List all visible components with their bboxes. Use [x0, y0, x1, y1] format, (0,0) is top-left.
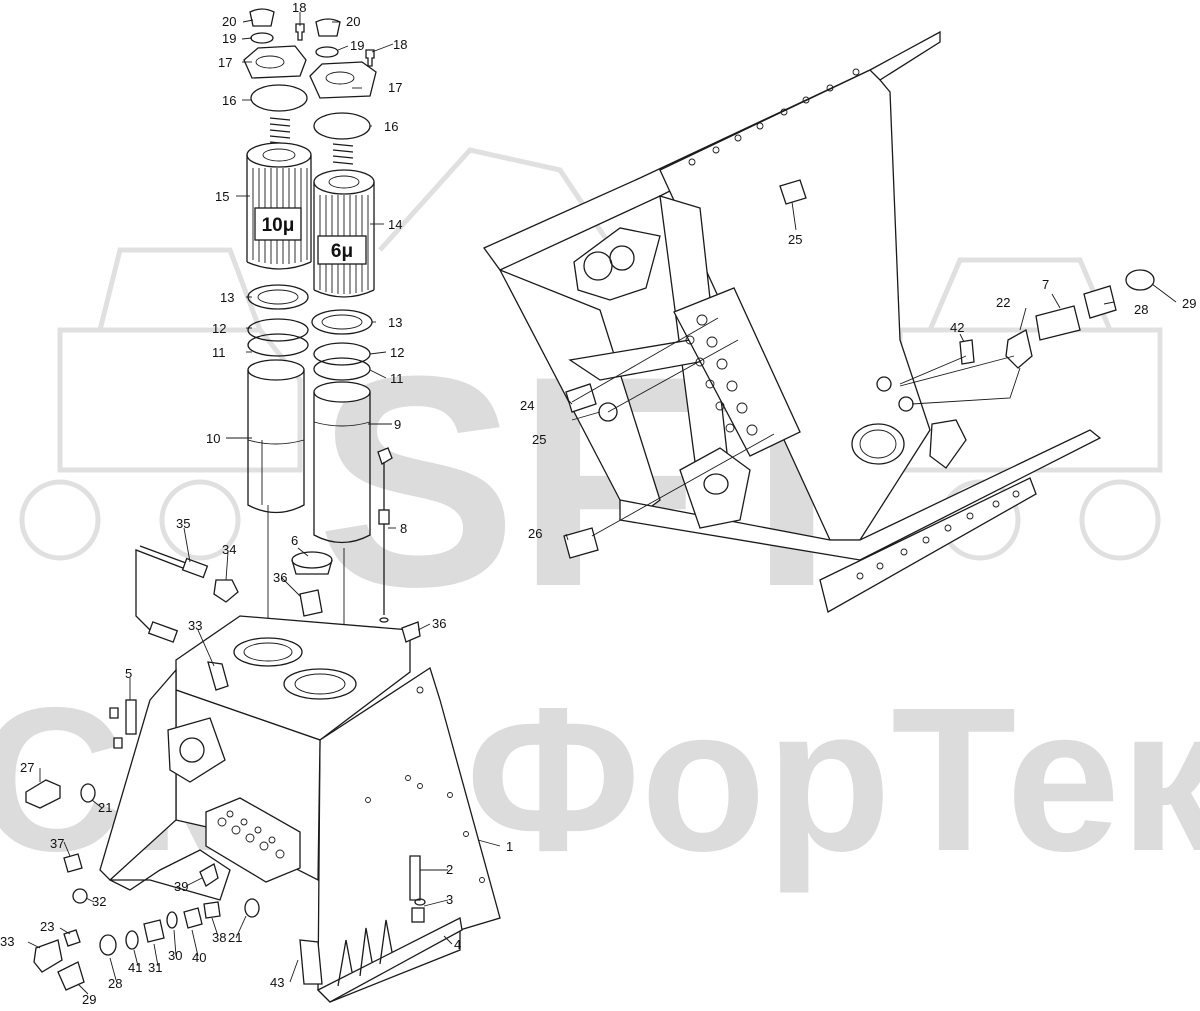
hydraulic-hoses	[135, 545, 239, 691]
leader-lines	[27, 12, 1177, 995]
filter-6-micron-label: 6μ	[331, 241, 353, 262]
bolt-18-left	[295, 23, 305, 41]
callout-17-left: 17	[218, 55, 232, 70]
callout-21-left: 21	[98, 800, 112, 815]
callout-18-right: 18	[393, 37, 407, 52]
callout-12-left: 12	[212, 321, 226, 336]
callout-39: 39	[174, 879, 188, 894]
callout-16-left: 16	[222, 93, 236, 108]
callout-32: 32	[92, 894, 106, 909]
callout-6: 6	[291, 533, 298, 548]
callout-31: 31	[148, 960, 162, 975]
callout-17-right: 17	[388, 80, 402, 95]
callout-3: 3	[446, 892, 453, 907]
callout-19-left: 19	[222, 31, 236, 46]
callout-25-middle: 25	[532, 432, 546, 447]
filter-assembly-right: 6μ	[309, 18, 377, 544]
fittings-left	[25, 551, 426, 991]
callout-2: 2	[446, 862, 453, 877]
callout-38: 38	[212, 930, 226, 945]
callout-41: 41	[128, 960, 142, 975]
callout-13-left: 13	[220, 290, 234, 305]
callout-30: 30	[168, 948, 182, 963]
callout-14: 14	[388, 217, 402, 232]
callout-5: 5	[125, 666, 132, 681]
callout-16-right: 16	[384, 119, 398, 134]
callout-8: 8	[400, 521, 407, 536]
callout-43: 43	[270, 975, 284, 990]
callout-42: 42	[950, 320, 964, 335]
filter-assembly-left: 10μ	[243, 8, 312, 514]
callout-26: 26	[528, 526, 542, 541]
callout-20-right: 20	[346, 14, 360, 29]
callout-20-left: 20	[222, 14, 236, 29]
callout-7: 7	[1042, 277, 1049, 292]
bolt-18-right	[365, 49, 375, 67]
callout-24: 24	[520, 398, 534, 413]
callout-35: 35	[176, 516, 190, 531]
callout-1: 1	[506, 839, 513, 854]
callout-11-left: 11	[212, 345, 226, 360]
callout-28-right: 28	[1134, 302, 1148, 317]
callout-34: 34	[222, 542, 236, 557]
callout-36-right: 36	[432, 616, 446, 631]
callout-23: 23	[40, 919, 54, 934]
callout-12-right: 12	[390, 345, 404, 360]
callout-37: 37	[50, 836, 64, 851]
callout-19-right: 19	[350, 38, 364, 53]
callout-36-left: 36	[273, 570, 287, 585]
callout-21-bottom: 21	[228, 930, 242, 945]
callout-13-right: 13	[388, 315, 402, 330]
callout-33-bottom: 33	[0, 934, 14, 949]
filter-10-micron-label: 10μ	[262, 215, 295, 236]
callout-40: 40	[192, 950, 206, 965]
dipstick	[377, 447, 393, 623]
callout-9: 9	[394, 417, 401, 432]
callout-25-top: 25	[788, 232, 802, 247]
callout-28-left: 28	[108, 976, 122, 991]
callout-29-left: 29	[82, 992, 96, 1007]
callout-11-right: 11	[390, 371, 404, 386]
callout-15: 15	[215, 189, 229, 204]
callout-33-top: 33	[188, 618, 202, 633]
callout-27: 27	[20, 760, 34, 775]
tank-frame-left	[99, 615, 501, 1003]
callout-22: 22	[996, 295, 1010, 310]
callout-4: 4	[454, 937, 461, 952]
callout-29-right: 29	[1182, 296, 1196, 311]
callout-18-left: 18	[292, 0, 306, 15]
callout-10: 10	[206, 431, 220, 446]
